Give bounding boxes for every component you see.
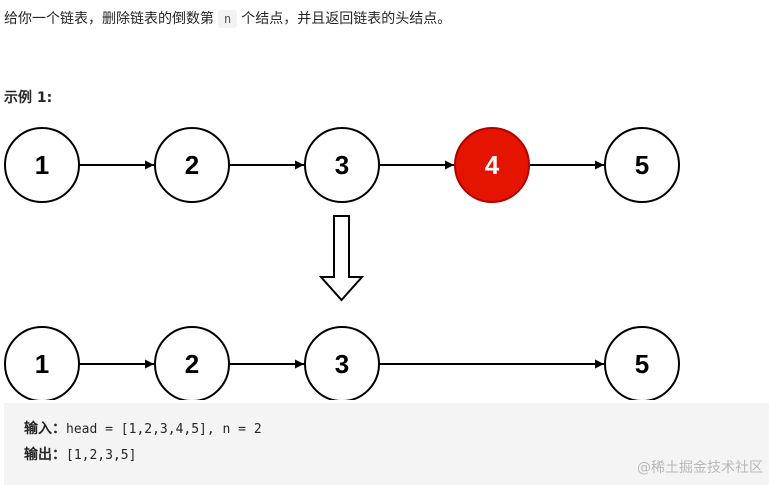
input-label: 输入： (24, 421, 66, 437)
list-node: 3 (304, 326, 380, 400)
list-node: 2 (154, 326, 230, 400)
node-label: 2 (185, 349, 199, 379)
problem-text-after: 个结点，并且返回链表的头结点。 (241, 11, 452, 27)
node-label: 5 (635, 150, 649, 180)
node-label: 1 (35, 349, 49, 379)
input-line: 输入：head = [1,2,3,4,5], n = 2 (24, 419, 262, 440)
original-list: 1 2 3 4 5 (4, 127, 680, 203)
node-label: 2 (185, 150, 199, 180)
list-node: 3 (304, 127, 380, 203)
watermark: @稀土掘金技术社区 (637, 460, 763, 476)
output-line: 输出：[1,2,3,5] (24, 445, 136, 466)
node-label: 5 (635, 349, 649, 379)
output-value: [1,2,3,5] (66, 448, 137, 463)
problem-text-before: 给你一个链表，删除链表的倒数第 (4, 11, 214, 27)
list-node: 5 (604, 326, 680, 400)
result-list: 1 2 3 5 (4, 326, 680, 400)
example-title: 示例 1: (4, 90, 53, 106)
output-label: 输出： (24, 447, 66, 463)
list-node: 1 (4, 127, 80, 203)
list-node: 5 (604, 127, 680, 203)
linked-list-diagram: 1 2 3 4 5 1 2 (4, 127, 680, 400)
node-label: 4 (485, 150, 500, 180)
node-label: 1 (35, 150, 49, 180)
inline-code-n: n (218, 10, 238, 28)
list-node: 1 (4, 326, 80, 400)
list-node: 2 (154, 127, 230, 203)
removed-node: 4 (454, 127, 530, 203)
node-label: 3 (335, 349, 349, 379)
input-value: head = [1,2,3,4,5], n = 2 (66, 422, 262, 437)
down-arrow-icon (318, 215, 365, 302)
node-label: 3 (335, 150, 349, 180)
example-io-block: 输入：head = [1,2,3,4,5], n = 2 输出：[1,2,3,5… (4, 403, 769, 485)
